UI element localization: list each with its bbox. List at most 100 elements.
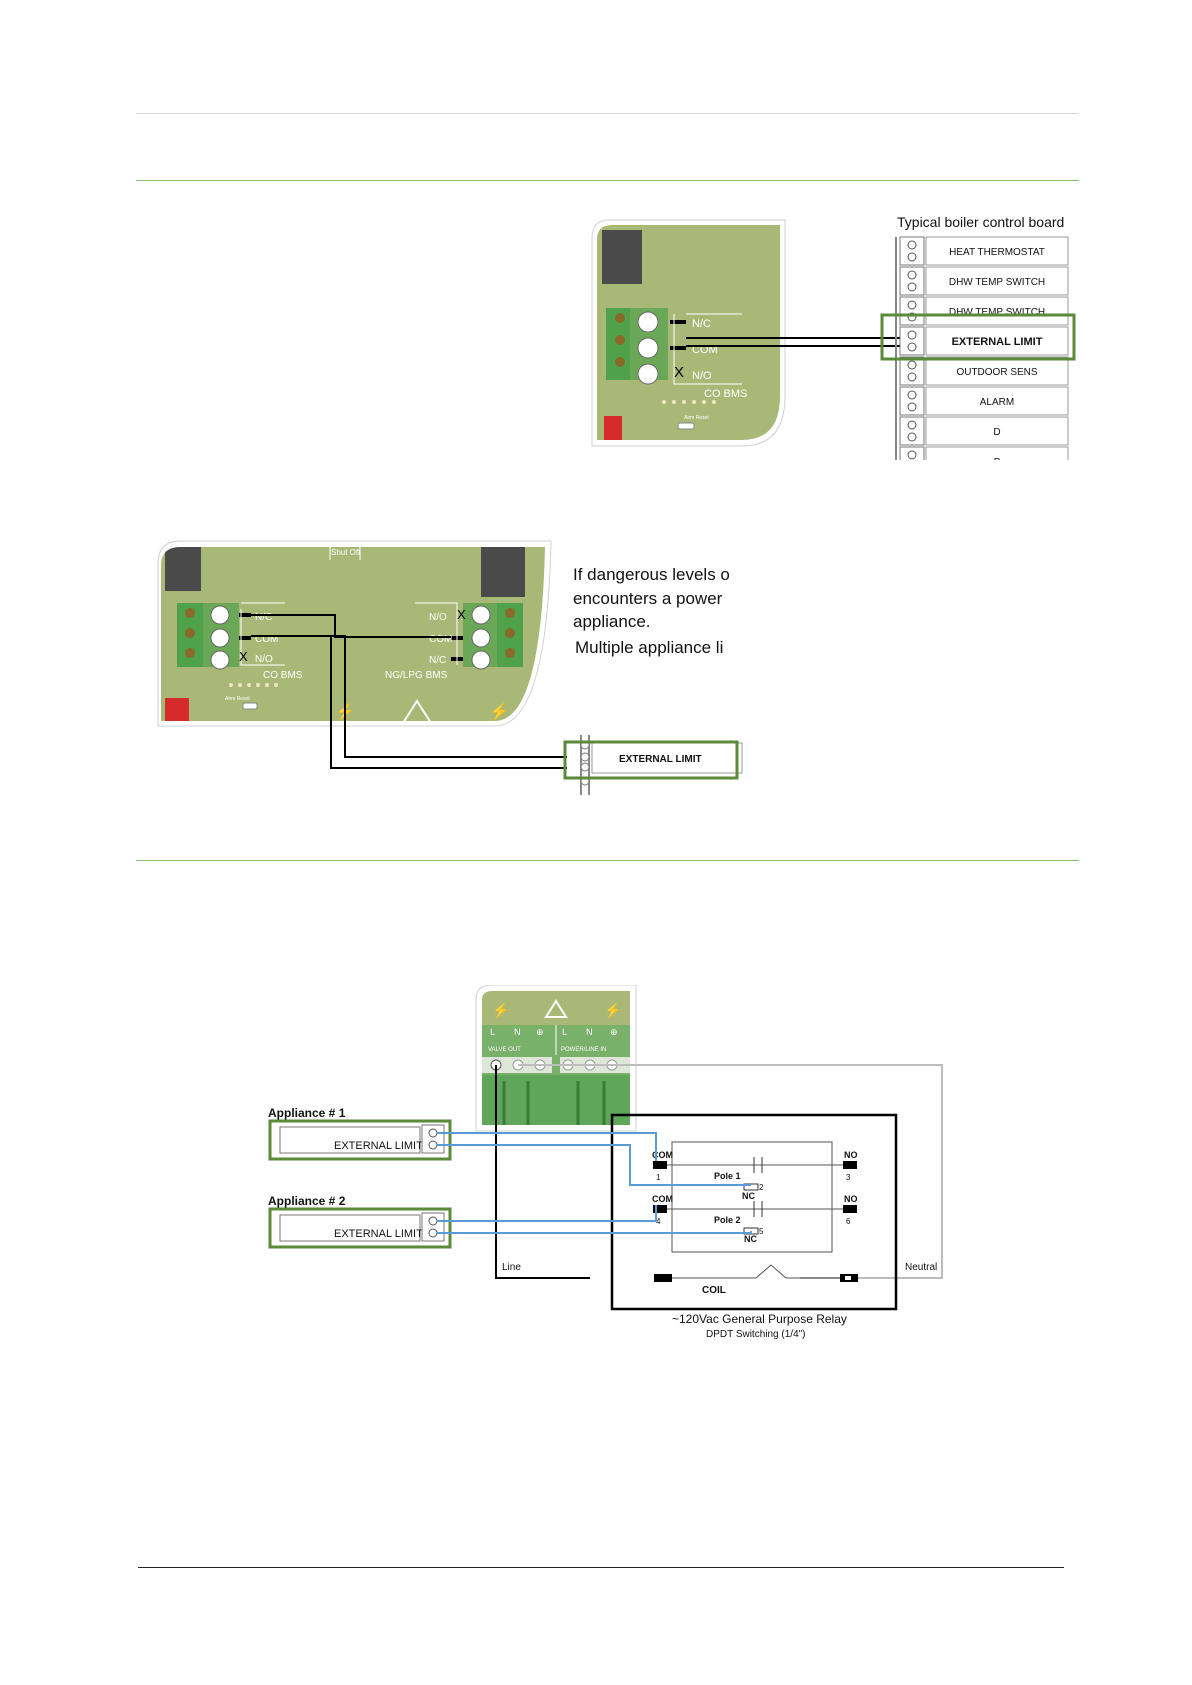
com-label-2: COM [652, 1194, 673, 1204]
nc-label-1: NC [742, 1191, 755, 1201]
pole-1-label: Pole 1 [714, 1171, 741, 1181]
alarm-reset-label-2: Alrm Reset [225, 696, 250, 702]
pin-4: 4 [656, 1217, 661, 1226]
shut-off-label: Shut Off [331, 548, 361, 557]
figure-3-relay-wiring: ⚡ ⚡ L N ⊕ L N ⊕ VALVE OUT POWER/LINE IN … [260, 984, 960, 1345]
header-rule [136, 113, 1079, 114]
appliance-2-terminal: EXTERNAL LIMIT [334, 1228, 423, 1240]
relay-box [610, 1113, 898, 1311]
pin-3: 3 [846, 1173, 851, 1182]
neutral-label: Neutral [905, 1262, 937, 1273]
terminal-screw [907, 450, 917, 460]
com-label-1: COM [652, 1150, 673, 1160]
pin-6: 6 [846, 1217, 851, 1226]
body-text-line-4: Multiple appliance li [575, 638, 724, 657]
board-label: CO BMS [704, 388, 747, 400]
terminal-screw [907, 372, 917, 382]
lightning-icon-3: ⚡ [492, 1002, 509, 1019]
terminal-screw [907, 360, 917, 370]
lightning-icon-2: ⚡ [489, 702, 509, 721]
ground-icon-2: ⊕ [610, 1027, 618, 1037]
left-contact-no: N/O [255, 654, 273, 665]
terminal-label: DHW TEMP SWITCH [949, 307, 1045, 318]
body-text-line-3: appliance. [573, 612, 651, 631]
figure-2-dual-sensor: Shut Off N/C COM N/O X CO BMS Alrm Reset… [155, 535, 755, 795]
alarm-reset-label: Alrm Reset [684, 415, 709, 421]
terminal-screw [907, 282, 917, 292]
ground-icon: ⊕ [536, 1027, 544, 1037]
terminal-label: D [993, 427, 1000, 438]
contact-nc: N/C [692, 318, 711, 330]
line-wire [495, 1065, 590, 1279]
component-block [602, 230, 642, 284]
wire-nc-to-limit [330, 635, 567, 769]
figure-1-diagram: N/C COM N/O X CO BMS Alrm Reset Typical … [591, 214, 1076, 476]
figure-2-diagram: Shut Off N/C COM N/O X CO BMS Alrm Reset… [157, 540, 743, 795]
line-label: Line [502, 1262, 521, 1273]
warning-icon [401, 699, 433, 721]
terminal-screw [907, 270, 917, 280]
terminal-screw [907, 402, 917, 412]
section-rule-2 [136, 860, 1079, 861]
lightning-icon-4: ⚡ [604, 1002, 621, 1019]
x-mark: X [674, 364, 684, 381]
terminal-screw [907, 252, 917, 262]
terminal-row [925, 266, 1069, 296]
figure-3-diagram: ⚡ ⚡ L N ⊕ L N ⊕ VALVE OUT POWER/LINE IN … [268, 984, 943, 1340]
contact-no: N/O [692, 370, 712, 382]
no-label-1: NO [844, 1150, 858, 1160]
dip-switch [604, 416, 622, 440]
external-limit-highlight-2 [563, 740, 739, 780]
no-label-2: NO [844, 1194, 858, 1204]
terminal-row [925, 236, 1069, 266]
nc-label-2: NC [744, 1234, 757, 1244]
appliance-2-highlight [268, 1207, 452, 1249]
coil-label: COIL [702, 1285, 726, 1296]
footer-rule [138, 1567, 1064, 1568]
terminal-row [925, 416, 1069, 446]
right-contact-no: N/O [429, 612, 447, 623]
blue-wires [437, 1132, 752, 1234]
valve-l: L [490, 1027, 495, 1037]
terminal-label: HEAT THERMOSTAT [949, 247, 1045, 258]
terminal-screw [907, 432, 917, 442]
terminal-screw [907, 240, 917, 250]
terminal-row [925, 296, 1069, 326]
warning-icon-2 [544, 999, 568, 1018]
body-text-line-2: encounters a power [573, 589, 723, 608]
appliance-1-highlight [268, 1119, 452, 1161]
pin-2: 2 [759, 1183, 764, 1192]
appliance-2-label: Appliance # 2 [268, 1194, 346, 1208]
terminal-screw [907, 330, 917, 340]
body-text-line-1: If dangerous levels o [573, 565, 730, 584]
wire-com-to-limit [251, 635, 567, 758]
reset-button [677, 422, 695, 430]
relay-title: ~120Vac General Purpose Relay [672, 1312, 847, 1326]
external-limit-terminal: EXTERNAL LIMIT [619, 754, 702, 765]
relay-subtitle: DPDT Switching (1/4") [706, 1329, 806, 1340]
terminal-row [925, 356, 1069, 386]
pin-1: 1 [656, 1173, 661, 1182]
wire-nc-to-com [251, 614, 451, 638]
valve-n: N [514, 1027, 521, 1037]
board-title: Typical boiler control board [897, 214, 1064, 230]
terminal-label: ALARM [980, 397, 1014, 408]
left-board-label: CO BMS [263, 670, 303, 681]
terminal-screw [907, 390, 917, 400]
left-x-mark: X [239, 649, 248, 664]
power-in-label: POWER/LINE IN [561, 1047, 606, 1053]
terminal-label: P [994, 457, 1001, 460]
right-x-mark: X [457, 607, 466, 622]
figure-1-single-appliance: N/C COM N/O X CO BMS Alrm Reset Typical … [582, 210, 1082, 476]
pin-5: 5 [759, 1227, 764, 1236]
external-limit-highlight [880, 313, 1076, 361]
terminal-row [925, 326, 1069, 356]
terminal-label: OUTDOOR SENS [956, 367, 1037, 378]
pole-2-label: Pole 2 [714, 1215, 741, 1225]
appliance-1-label: Appliance # 1 [268, 1106, 346, 1120]
right-board-label: NG/LPG BMS [385, 670, 448, 681]
section-rule-1 [136, 180, 1079, 181]
terminal-screw [907, 420, 917, 430]
appliance-1-terminal: EXTERNAL LIMIT [334, 1140, 423, 1152]
